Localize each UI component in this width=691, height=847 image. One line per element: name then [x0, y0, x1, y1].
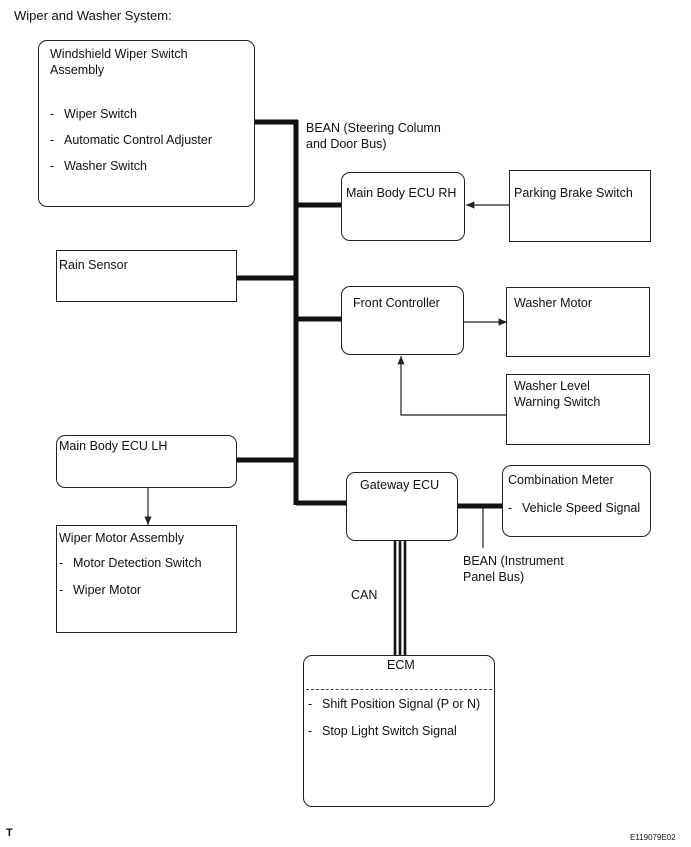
bean-steering-label-line2: and Door Bus) — [306, 137, 387, 151]
combination-meter-item: -Vehicle Speed Signal — [508, 501, 641, 515]
bean-instrument-label-line1: BEAN (Instrument — [463, 554, 564, 568]
washer-level-warning-switch-box — [506, 374, 650, 445]
rain-sensor-title: Rain Sensor — [59, 258, 128, 272]
main-body-ecu-rh-box — [341, 172, 465, 241]
ecm-title: ECM — [387, 658, 415, 672]
parking-brake-switch-title: Parking Brake Switch — [514, 186, 633, 200]
figure-code: E119079E02 — [630, 833, 676, 842]
wiper-motor-item: -Wiper Motor — [59, 583, 142, 597]
washer-level-arrow — [397, 356, 507, 416]
front-controller-title: Front Controller — [353, 296, 440, 310]
ecm-item: -Shift Position Signal (P or N) — [308, 697, 481, 711]
gateway-ecu-title: Gateway ECU — [360, 478, 440, 492]
parking-brake-switch-box — [509, 170, 651, 242]
wiper-motor-item: -Motor Detection Switch — [59, 556, 202, 570]
rain-sensor-box — [56, 250, 237, 302]
diagram-title: Wiper and Washer System: — [14, 8, 172, 23]
main-body-ecu-rh-title: Main Body ECU RH — [346, 186, 457, 200]
combination-meter-title: Combination Meter — [508, 473, 614, 487]
wiper-motor-assembly-title: Wiper Motor Assembly — [59, 531, 185, 545]
gateway-ecu-box — [346, 472, 458, 541]
can-bus — [393, 540, 407, 656]
washer-level-title-line2: Warning Switch — [514, 395, 601, 409]
wiper-switch-item: -Wiper Switch — [50, 107, 137, 121]
washer-level-title-line1: Washer Level — [514, 379, 590, 393]
wiper-motor-assembly-box — [56, 525, 237, 633]
washer-motor-title: Washer Motor — [514, 296, 593, 310]
combination-meter-box — [502, 465, 651, 537]
front-controller-box — [341, 286, 464, 355]
bean-steering-bus — [236, 119, 346, 506]
footer-left-mark: T — [6, 827, 13, 839]
main-body-ecu-lh-box — [56, 435, 237, 488]
wiper-switch-assembly-box — [38, 40, 255, 207]
main-body-ecu-lh-title: Main Body ECU LH — [59, 439, 168, 453]
wiper-switch-title-line1: Windshield Wiper Switch — [50, 47, 188, 61]
bean-steering-label-line1: BEAN (Steering Column — [306, 121, 441, 135]
wiper-switch-title-line2: Assembly — [50, 63, 105, 77]
ecm-box — [303, 655, 495, 807]
ecm-divider — [306, 689, 492, 690]
wiper-switch-item: -Washer Switch — [50, 159, 147, 173]
washer-motor-box — [506, 287, 650, 357]
wiper-switch-item: -Automatic Control Adjuster — [50, 133, 212, 147]
ecm-item: -Stop Light Switch Signal — [308, 724, 457, 738]
bean-instrument-label-line2: Panel Bus) — [463, 570, 525, 584]
can-label: CAN — [351, 588, 378, 602]
